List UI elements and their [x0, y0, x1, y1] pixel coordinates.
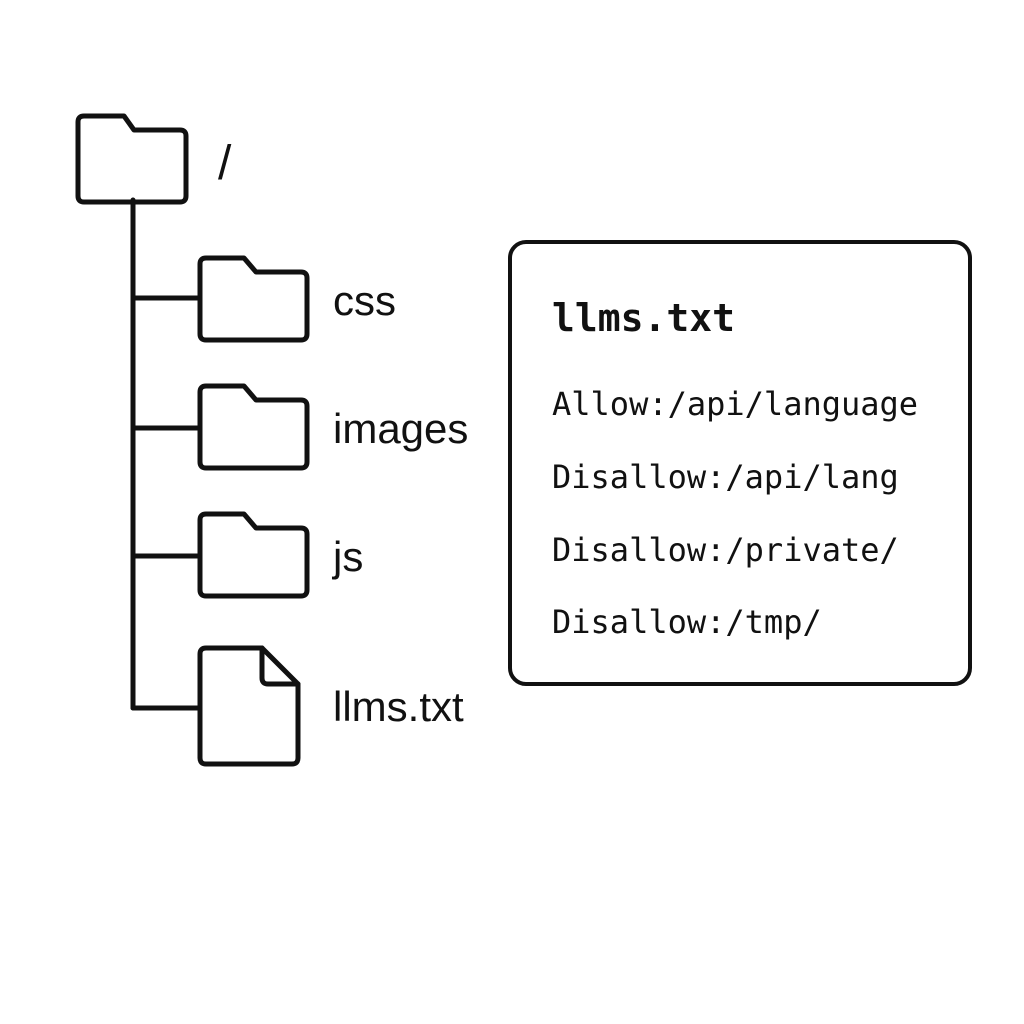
file-corner-fold: [259, 645, 301, 687]
css-folder-label: css: [333, 277, 396, 324]
root-folder-label: /: [218, 137, 232, 190]
js-folder-label: js: [333, 533, 364, 580]
rule-line-disallow-api-lang: Disallow:/api/lang: [552, 458, 899, 496]
llms-file-icon: [197, 645, 301, 767]
rule-line-disallow-private: Disallow:/private/: [552, 531, 899, 569]
rule-line-disallow-tmp: Disallow:/tmp/: [552, 603, 822, 641]
images-folder-icon: [197, 383, 310, 471]
js-folder-icon: [197, 511, 310, 599]
css-folder-icon: [197, 255, 310, 343]
file-content-title: llms.txt: [552, 296, 736, 340]
llms-file-content-card: llms.txt Allow:/api/language Disallow:/a…: [508, 240, 972, 686]
images-folder-label: images: [333, 405, 469, 452]
rule-line-allow-api-language: Allow:/api/language: [552, 385, 919, 423]
root-folder-icon: [75, 113, 189, 205]
llms-file-label: llms.txt: [333, 683, 464, 730]
